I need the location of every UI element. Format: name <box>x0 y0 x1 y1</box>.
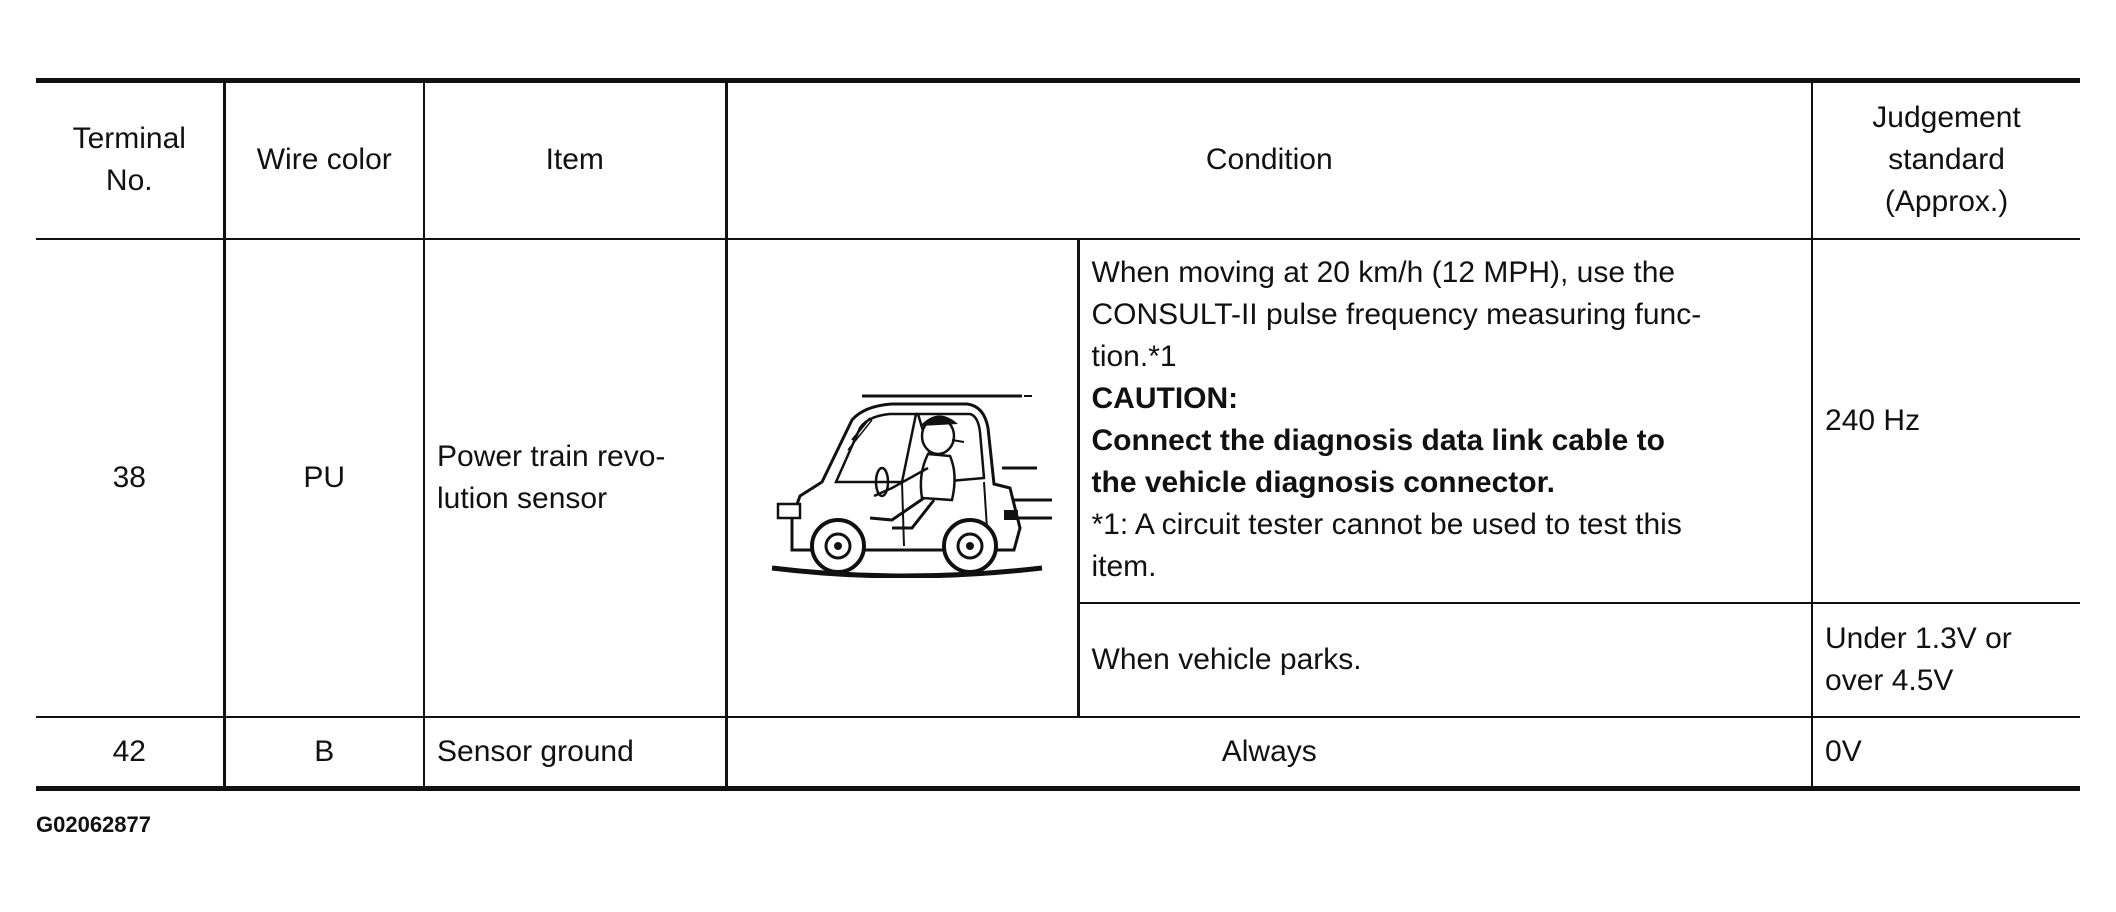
table-row: 38 PU Power train revo- lution sensor <box>36 237 2081 718</box>
wire-color-cell: PU <box>223 237 425 718</box>
condition-parks-cell: When vehicle parks. <box>1076 601 1814 718</box>
item-cell: Power train revo- lution sensor <box>423 237 728 718</box>
condition-always-cell: Always <box>724 715 1814 791</box>
header-wire-color: Wire color <box>223 78 425 240</box>
table-header-row: Terminal No. Wire color Item Condition J… <box>36 78 2081 240</box>
condition-moving-cell: When moving at 20 km/h (12 MPH), use the… <box>1076 237 1814 604</box>
terminal-spec-sheet: Terminal No. Wire color Item Condition J… <box>36 78 2081 791</box>
caution-label: CAUTION: <box>1091 381 1239 415</box>
header-item: Item <box>423 78 728 240</box>
judgement-moving-cell: 240 Hz <box>1811 237 2081 604</box>
wire-color-cell: B <box>223 715 425 791</box>
header-condition: Condition <box>724 78 1814 240</box>
car-driving-icon <box>771 394 1052 578</box>
table-row: 42 B Sensor ground Always 0V <box>36 715 2081 791</box>
header-judgement-standard: Judgement standard (Approx.) <box>1811 78 2081 240</box>
terminal-no-cell: 42 <box>36 715 226 791</box>
terminal-no-cell: 38 <box>36 237 226 718</box>
illustration-cell <box>725 237 1080 718</box>
table-row: When vehicle parks. Under 1.3V or over 4… <box>36 601 2081 718</box>
judgement-parks-cell: Under 1.3V or over 4.5V <box>1811 601 2081 718</box>
figure-code: G02062877 <box>36 812 151 837</box>
header-terminal-no: Terminal No. <box>36 78 226 240</box>
item-cell: Sensor ground <box>423 715 728 791</box>
terminal-spec-table: Terminal No. Wire color Item Condition J… <box>36 78 2081 791</box>
judgement-always-cell: 0V <box>1811 715 2081 791</box>
